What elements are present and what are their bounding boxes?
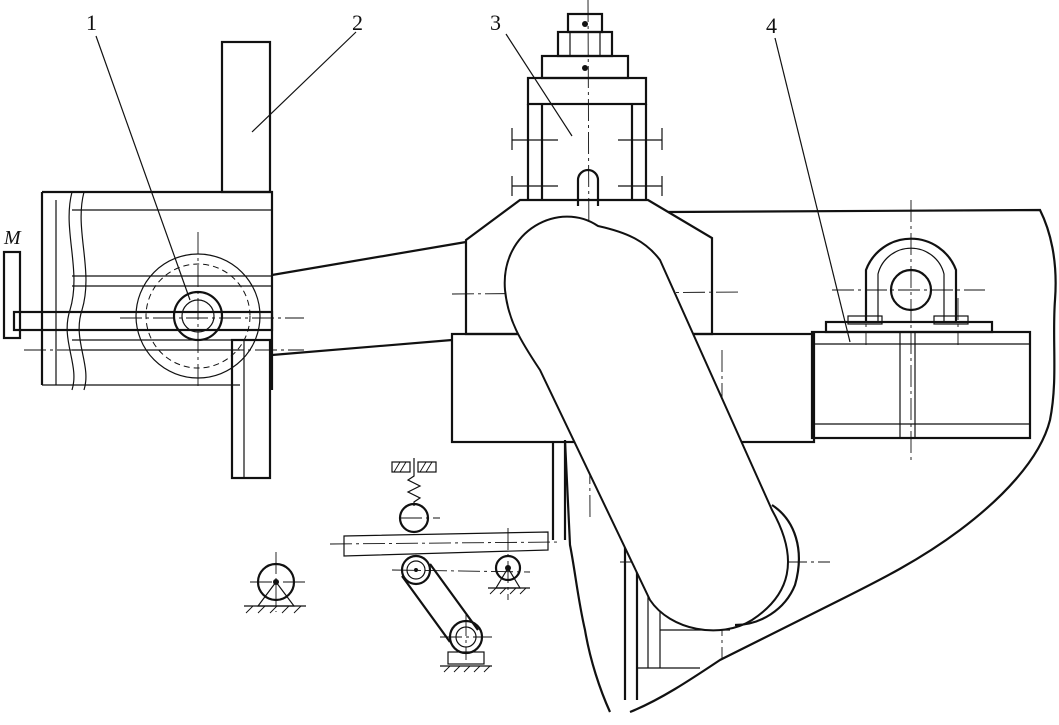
- callout-3: 3: [490, 10, 501, 35]
- mechanism-schematic: [244, 458, 561, 673]
- left-assembly: [2, 40, 304, 480]
- callout-leaders: [95, 31, 851, 343]
- callout-2: 2: [352, 10, 363, 35]
- beam-part-4: [810, 200, 1032, 460]
- right-frame: [563, 208, 1057, 714]
- slotted-link: [503, 215, 800, 632]
- callout-4: 4: [766, 13, 777, 38]
- connecting-arm: [271, 240, 467, 357]
- callout-1: 1: [86, 10, 97, 35]
- lever-label-m: M: [3, 227, 22, 249]
